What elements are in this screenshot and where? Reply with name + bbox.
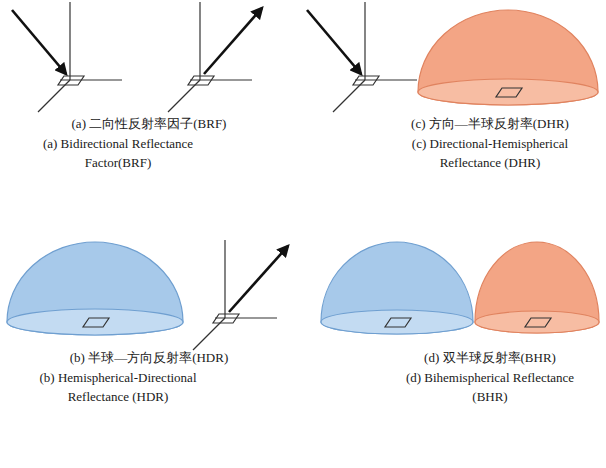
blue-hemisphere [7,242,183,335]
reflected-arrow [204,8,262,74]
caption-en: (b) Hemispherical-Directional Reflectanc… [15,368,221,406]
caption-zh: (a) 二向性反射率因子(BRF) [4,114,294,133]
axes [193,240,277,350]
brf-illustration [12,2,262,112]
incident-arrow [307,10,361,74]
reflected-arrow [229,246,288,312]
orange-hemisphere [475,242,599,333]
caption-en: (c) Directional-Hemispherical Reflectanc… [385,134,595,172]
caption-en: (a) Bidirectional Reflectance Factor(BRF… [20,134,216,172]
caption-zh: (d) 双半球反射率(BHR) [380,348,600,367]
orange-hemisphere [418,10,598,105]
caption-en: (d) Bihemispherical Reflectance (BHR) [390,368,590,406]
hdr-illustration [7,240,288,350]
dhr-illustration [307,2,598,112]
bhr-illustration [321,242,599,334]
blue-hemisphere [321,242,473,334]
caption-zh: (c) 方向—半球反射率(DHR) [380,114,600,133]
incident-arrow [12,10,66,74]
axes [168,2,252,112]
caption-zh: (b) 半球—方向反射率(HDR) [4,348,294,367]
